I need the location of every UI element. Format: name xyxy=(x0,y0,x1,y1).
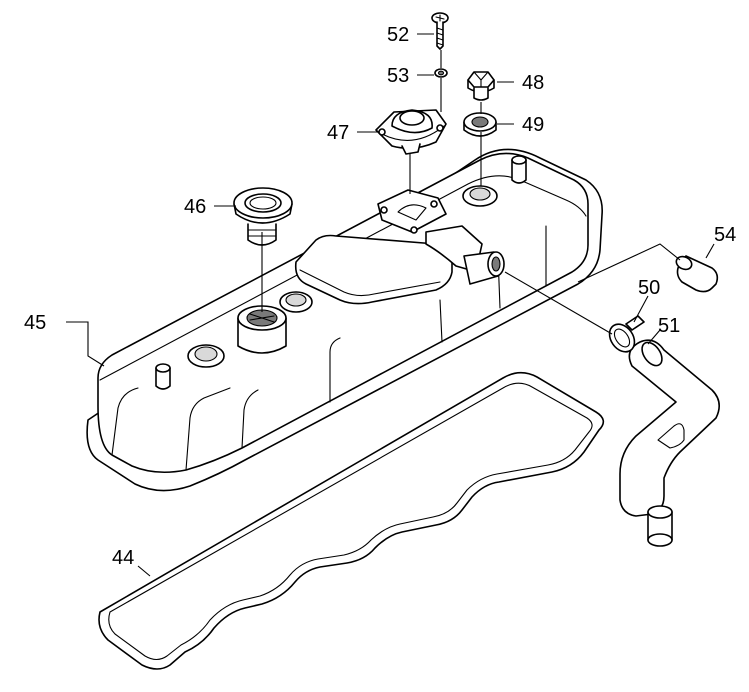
callout-54: 54 xyxy=(714,224,736,246)
part-51-breather-hose xyxy=(619,339,720,547)
callout-53: 53 xyxy=(387,65,409,87)
part-47-breather-cover xyxy=(375,109,447,155)
part-54-cap xyxy=(675,255,719,293)
callout-44: 44 xyxy=(112,547,134,569)
part-44-gasket xyxy=(98,371,605,670)
breather-outlet xyxy=(425,225,505,285)
assembly-lines xyxy=(261,50,681,335)
callout-51: 51 xyxy=(658,315,680,337)
callout-50: 50 xyxy=(638,277,660,299)
callout-52: 52 xyxy=(387,24,409,46)
boss-right xyxy=(462,185,498,207)
post-right xyxy=(511,155,527,184)
callout-49: 49 xyxy=(522,114,544,136)
part-46-oil-filler-cap xyxy=(233,187,293,246)
filler-neck xyxy=(237,305,287,354)
callout-46: 46 xyxy=(184,196,206,218)
leader-lines xyxy=(66,33,715,577)
callout-47: 47 xyxy=(327,122,349,144)
part-52-screw xyxy=(431,12,449,50)
part-45-rocker-cover xyxy=(86,148,603,492)
callout-48: 48 xyxy=(522,72,544,94)
breather-baffle xyxy=(377,189,447,234)
part-53-washer xyxy=(434,68,448,78)
part-50-hose-clamp xyxy=(608,315,645,353)
post-left xyxy=(155,363,171,390)
callout-45: 45 xyxy=(24,312,46,334)
part-48-plug xyxy=(467,71,495,101)
part-49-grommet xyxy=(463,112,497,137)
boss-mid xyxy=(279,291,313,313)
boss-left xyxy=(187,344,225,368)
